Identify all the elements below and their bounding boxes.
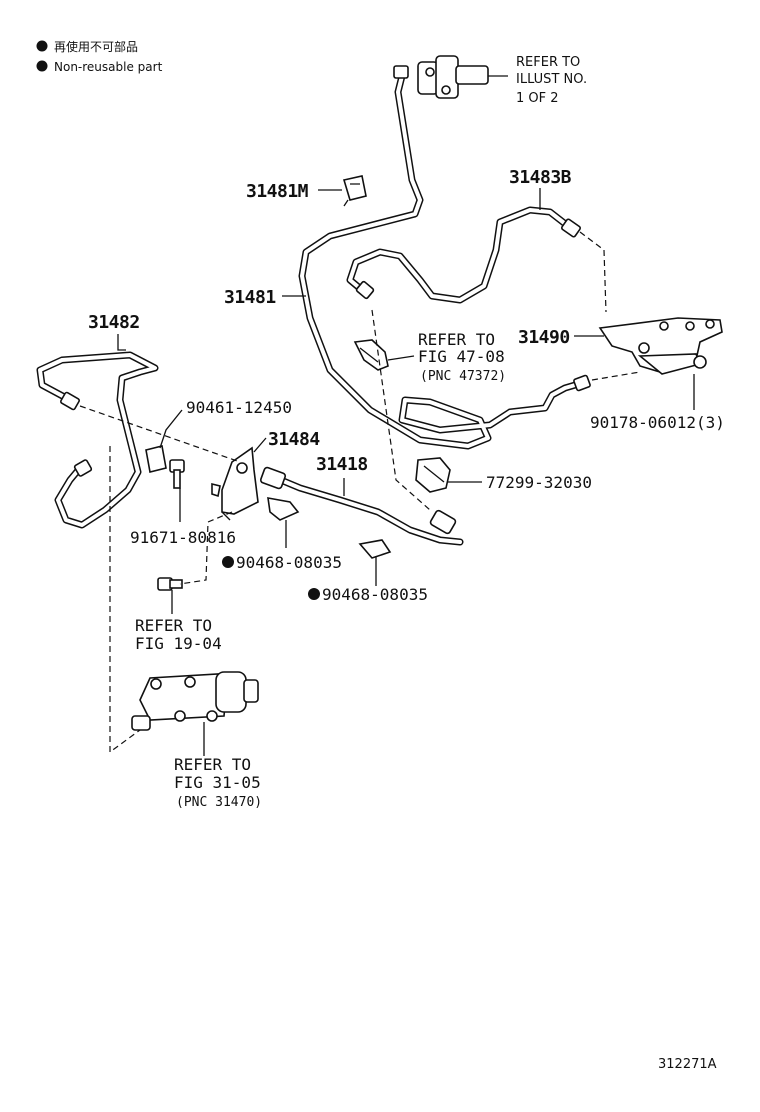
ref-fig3105-line1: REFER TO xyxy=(174,755,251,774)
labels: REFER TO ILLUST NO. 1 OF 2 31481M 31483B… xyxy=(88,55,725,1072)
label-90461-12450[interactable]: 90461-12450 xyxy=(186,398,292,417)
junction-31490[interactable] xyxy=(598,317,723,375)
label-31418[interactable]: 31418 xyxy=(316,454,368,475)
clip-90468-b[interactable] xyxy=(358,539,392,559)
ref-fig3105-line3: (PNC 31470) xyxy=(176,795,262,810)
non-reusable-dot-icon xyxy=(36,60,48,72)
bolt-fig-19-04[interactable] xyxy=(157,577,183,591)
label-90468-08035-b[interactable]: 90468-08035 xyxy=(322,585,428,604)
clip-77299-32030[interactable] xyxy=(415,457,451,493)
label-31483b[interactable]: 31483B xyxy=(509,167,572,188)
bolt-91671-80816[interactable] xyxy=(169,459,185,489)
legend-english: Non-reusable part xyxy=(54,60,163,74)
tube-31483b[interactable] xyxy=(346,206,582,304)
top-union-fitting[interactable] xyxy=(417,55,489,99)
label-31484[interactable]: 31484 xyxy=(268,429,321,450)
label-91671-80816[interactable]: 91671-80816 xyxy=(130,528,236,547)
label-31481m[interactable]: 31481M xyxy=(246,181,309,202)
ref-fig4708-line2: FIG 47-08 xyxy=(418,347,505,366)
label-90178-06012[interactable]: 90178-06012(3) xyxy=(590,413,725,432)
leader-lines xyxy=(117,75,695,756)
master-cylinder-fig-31-05[interactable] xyxy=(131,671,259,731)
clip-90461-12450[interactable] xyxy=(145,445,167,473)
label-90468-08035-a[interactable]: 90468-08035 xyxy=(236,553,342,572)
label-77299-32030[interactable]: 77299-32030 xyxy=(486,473,592,492)
ref-fig4708-line1: REFER TO xyxy=(418,330,495,349)
label-31481[interactable]: 31481 xyxy=(224,287,276,308)
ref-fig3105-line2: FIG 31-05 xyxy=(174,773,261,792)
ref-illust-line2: ILLUST NO. xyxy=(516,72,587,87)
clamp-fig-47-08[interactable] xyxy=(353,339,389,371)
bracket-31484[interactable] xyxy=(211,446,259,521)
figure-id: 312271A xyxy=(658,1057,717,1072)
legend-japanese: 再使用不可部品 xyxy=(54,39,138,54)
label-31482[interactable]: 31482 xyxy=(88,312,140,333)
legend: 再使用不可部品 Non-reusable part xyxy=(36,39,163,74)
clip-31481m[interactable] xyxy=(342,175,367,207)
tube-31482[interactable] xyxy=(36,351,159,529)
dashed-reference-lines xyxy=(79,231,641,754)
hose-31418[interactable] xyxy=(259,466,464,546)
ref-fig4708-line3: (PNC 47372) xyxy=(420,369,506,384)
clip-90468-a[interactable] xyxy=(267,497,300,521)
ref-illust-line3: 1 OF 2 xyxy=(516,91,559,106)
tube-31481[interactable] xyxy=(298,65,591,450)
ref-fig1904-line1: REFER TO xyxy=(135,616,212,635)
non-reusable-dot-icon xyxy=(36,40,48,52)
ref-fig1904-line2: FIG 19-04 xyxy=(135,634,222,653)
non-reusable-dot-icon xyxy=(222,556,234,568)
non-reusable-dot-icon xyxy=(308,588,320,600)
ref-illust-line1: REFER TO xyxy=(516,55,580,70)
label-31490[interactable]: 31490 xyxy=(518,327,570,348)
